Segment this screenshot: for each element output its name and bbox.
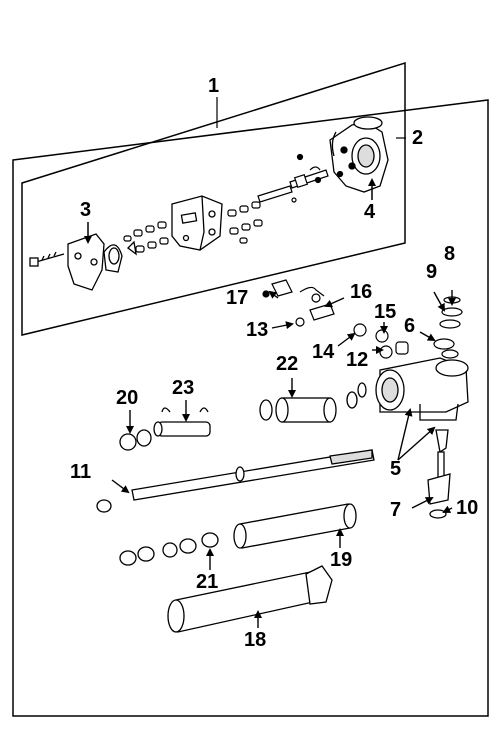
callout-1: 1: [208, 75, 220, 97]
callout-18: 18: [244, 629, 267, 651]
callout-8: 8: [444, 243, 456, 265]
callout-arrows: [111, 290, 456, 628]
rack-housing-part: [167, 565, 333, 633]
piston-part: [259, 382, 367, 423]
callout-16: 16: [350, 281, 373, 303]
seal-kit-parts: [119, 532, 219, 566]
callout-6: 6: [404, 315, 416, 337]
callout-5: 5: [390, 458, 402, 480]
valve-housing-part: [329, 116, 389, 193]
callout-15: 15: [374, 301, 397, 323]
pin-and-ring-parts: [119, 407, 211, 451]
callout-21: 21: [196, 571, 219, 593]
gear-housing-part: [375, 357, 469, 421]
rack-shaft-part: [96, 449, 375, 513]
callout-7: 7: [390, 499, 402, 521]
callout-20: 20: [116, 387, 139, 409]
inner-panel-outline: [21, 61, 406, 336]
callout-14: 14: [312, 341, 335, 363]
callout-13: 13: [246, 319, 269, 341]
callout-2: 2: [412, 127, 424, 149]
callout-9: 9: [426, 261, 438, 283]
callout-19: 19: [330, 549, 353, 571]
sector-shaft-part: [427, 429, 451, 519]
cylinder-tube-part: [233, 503, 357, 549]
valve-spool-part: [257, 153, 329, 203]
callout-23: 23: [172, 377, 195, 399]
callout-10: 10: [456, 497, 479, 519]
callout-3: 3: [80, 199, 92, 221]
callout-4: 4: [364, 201, 376, 223]
washer-rings: [433, 296, 463, 359]
callout-17: 17: [226, 287, 249, 309]
callout-22: 22: [276, 353, 299, 375]
valve-body-part: [171, 195, 223, 251]
outer-panel-outline: [12, 99, 489, 717]
callout-12: 12: [346, 349, 369, 371]
seal-ring-set: [123, 201, 263, 253]
callout-11: 11: [70, 461, 92, 483]
cover-bracket-part: [29, 233, 137, 291]
